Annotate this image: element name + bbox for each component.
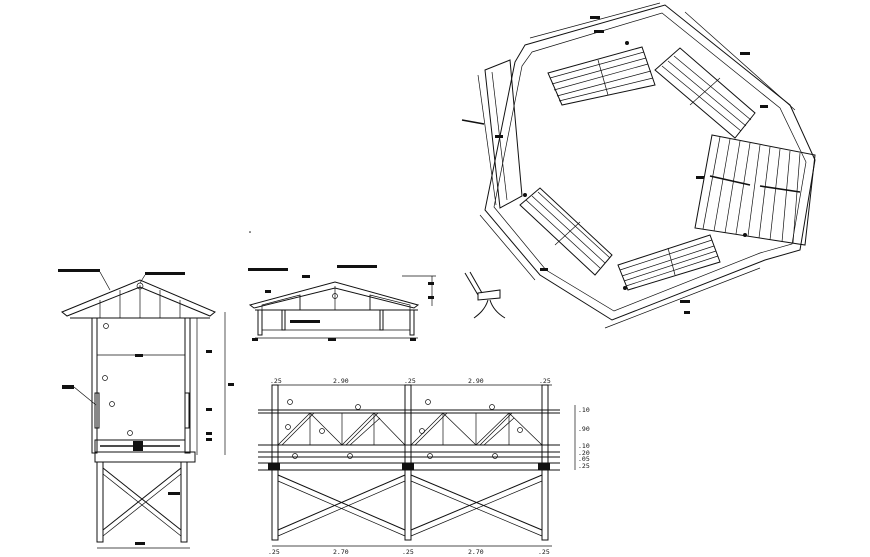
truss-left xyxy=(277,412,406,446)
bench-top-left xyxy=(547,46,656,106)
dim-top-1: 2.90 xyxy=(333,377,349,385)
deck-steps xyxy=(694,134,816,246)
dim-top-2: .25 xyxy=(404,377,416,385)
dim-bottom-0: .25 xyxy=(268,548,280,556)
dim-right-2: .10 xyxy=(578,442,590,450)
dim-bottom-3: 2.70 xyxy=(468,548,484,556)
dim-top-0: .25 xyxy=(270,377,282,385)
dim-bottom-2: .25 xyxy=(402,548,414,556)
gazebo-side-elevation xyxy=(248,265,436,341)
octagon-plan-view xyxy=(461,2,816,329)
gazebo-front-section xyxy=(58,269,234,549)
dim-right-3: .20 xyxy=(578,449,590,457)
dim-right-5: .25 xyxy=(578,462,590,470)
dim-bottom-4: .25 xyxy=(538,548,550,556)
bench-bottom-left xyxy=(519,187,613,276)
stray-dot xyxy=(249,231,251,233)
dim-right-4: .05 xyxy=(578,455,590,463)
dim-top-4: .25 xyxy=(539,377,551,385)
dim-bottom-1: 2.70 xyxy=(333,548,349,556)
dim-top-3: 2.90 xyxy=(468,377,484,385)
dim-right-1: .90 xyxy=(578,425,590,433)
chair-detail xyxy=(464,271,506,319)
truss-elevation: .25 2.90 .25 2.90 .25 xyxy=(258,377,590,556)
dim-right-0: .10 xyxy=(578,406,590,414)
truss-right xyxy=(410,412,543,446)
bench-top-right xyxy=(654,47,756,139)
bench-bottom-right xyxy=(617,234,721,291)
